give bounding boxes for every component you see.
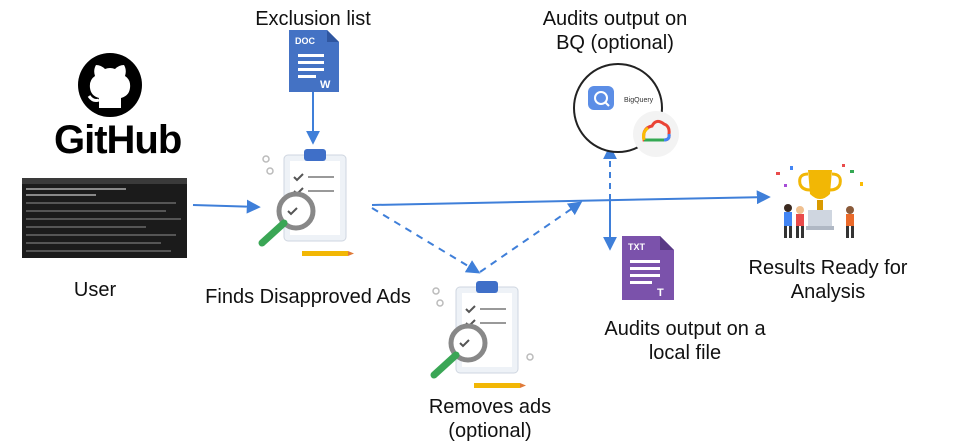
- bigquery-cloud-icon: BigQuery: [573, 63, 679, 157]
- label-audits-local: Audits output on a local file: [604, 318, 766, 364]
- label-finds-disapproved-ads: Finds Disapproved Ads: [205, 286, 411, 308]
- label-audits-bq: Audits output on BQ (optional): [542, 8, 688, 54]
- label-results-ready: Results Ready for Analysis: [748, 257, 908, 303]
- arrow-finds-to-removes: [371, 207, 481, 274]
- clipboard-magnifier-icon-removes: [430, 281, 534, 388]
- arrow-finds-to-results: [371, 190, 771, 206]
- clipboard-magnifier-icon-finds: [258, 149, 354, 256]
- doc-file-icon: DOC W: [289, 30, 339, 92]
- label-exclusion-list: Exclusion list: [255, 8, 371, 30]
- arrow-removes-to-audits: [479, 201, 583, 273]
- trophy-celebration-icon: [776, 164, 863, 238]
- txt-letter: T: [657, 287, 664, 299]
- doc-letter: W: [320, 79, 331, 91]
- label-user: User: [73, 279, 117, 301]
- arrow-user-to-finds: [192, 199, 261, 214]
- txt-badge: TXT: [628, 242, 646, 252]
- bigquery-label: BigQuery: [624, 97, 654, 104]
- github-wordmark: GitHub: [54, 118, 182, 162]
- terminal-window: [22, 178, 187, 258]
- github-octocat-icon: [78, 53, 142, 117]
- doc-badge: DOC: [295, 36, 316, 46]
- label-removes-ads: Removes ads (optional): [428, 396, 552, 442]
- txt-file-icon: TXT T: [622, 236, 674, 300]
